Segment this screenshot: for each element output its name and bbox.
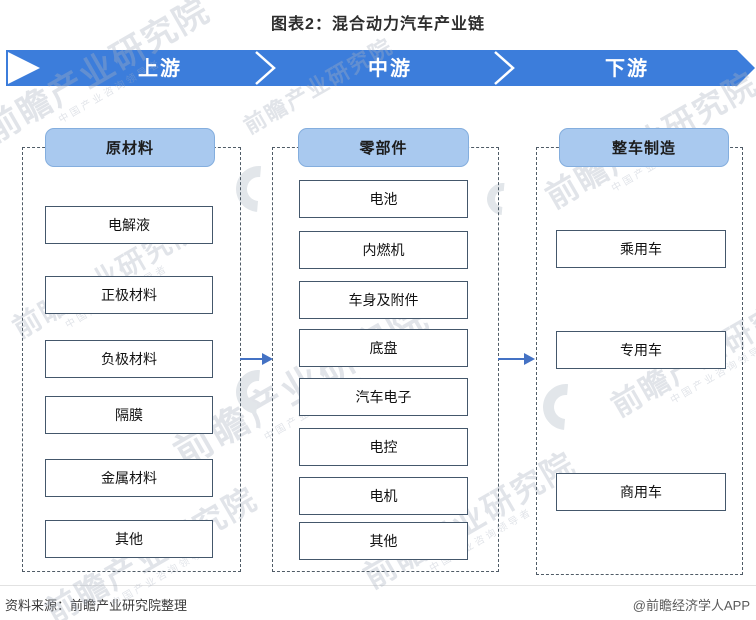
node-cathode-material: 正极材料 [45,276,213,314]
banner-chevron-divider [494,51,515,85]
node-commercial-vehicle: 商用车 [556,473,726,511]
node-passenger-vehicle: 乘用车 [556,230,726,268]
stage-banner-ribbon [6,50,755,86]
page-title: 图表2：混合动力汽车产业链 [271,16,485,33]
node-automotive-electronics: 汽车电子 [299,378,468,416]
column-header-raw-materials: 原材料 [45,128,215,167]
banner-chevron-divider [255,51,276,85]
banner-start-notch [8,52,40,84]
column-header-vehicle-manufacturing: 整车制造 [559,128,729,167]
node-electrolyte: 电解液 [45,206,213,244]
banner-shape [6,50,755,86]
arrow-upstream-to-midstream [240,353,273,365]
banner-label-downstream: 下游 [605,58,649,80]
banner-label-upstream: 上游 [138,58,182,80]
node-other-midstream: 其他 [299,522,468,560]
node-anode-material: 负极材料 [45,340,213,378]
node-electric-motor: 电机 [299,477,468,515]
node-internal-combustion-engine: 内燃机 [299,231,468,269]
node-body-and-attachments: 车身及附件 [299,281,468,319]
node-metal-material: 金属材料 [45,459,213,497]
node-chassis: 底盘 [299,329,468,367]
arrow-midstream-to-downstream [498,353,535,365]
node-other-upstream: 其他 [45,520,213,558]
node-special-purpose-vehicle: 专用车 [556,331,726,369]
footer-divider [0,585,756,586]
credit-note: @前瞻经济学人APP [632,598,750,613]
node-separator: 隔膜 [45,396,213,434]
node-electronic-control: 电控 [299,428,468,466]
column-header-components: 零部件 [298,128,469,167]
source-note: 资料来源：前瞻产业研究院整理 [5,598,188,613]
banner-label-midstream: 中游 [368,58,412,80]
node-battery: 电池 [299,180,468,218]
